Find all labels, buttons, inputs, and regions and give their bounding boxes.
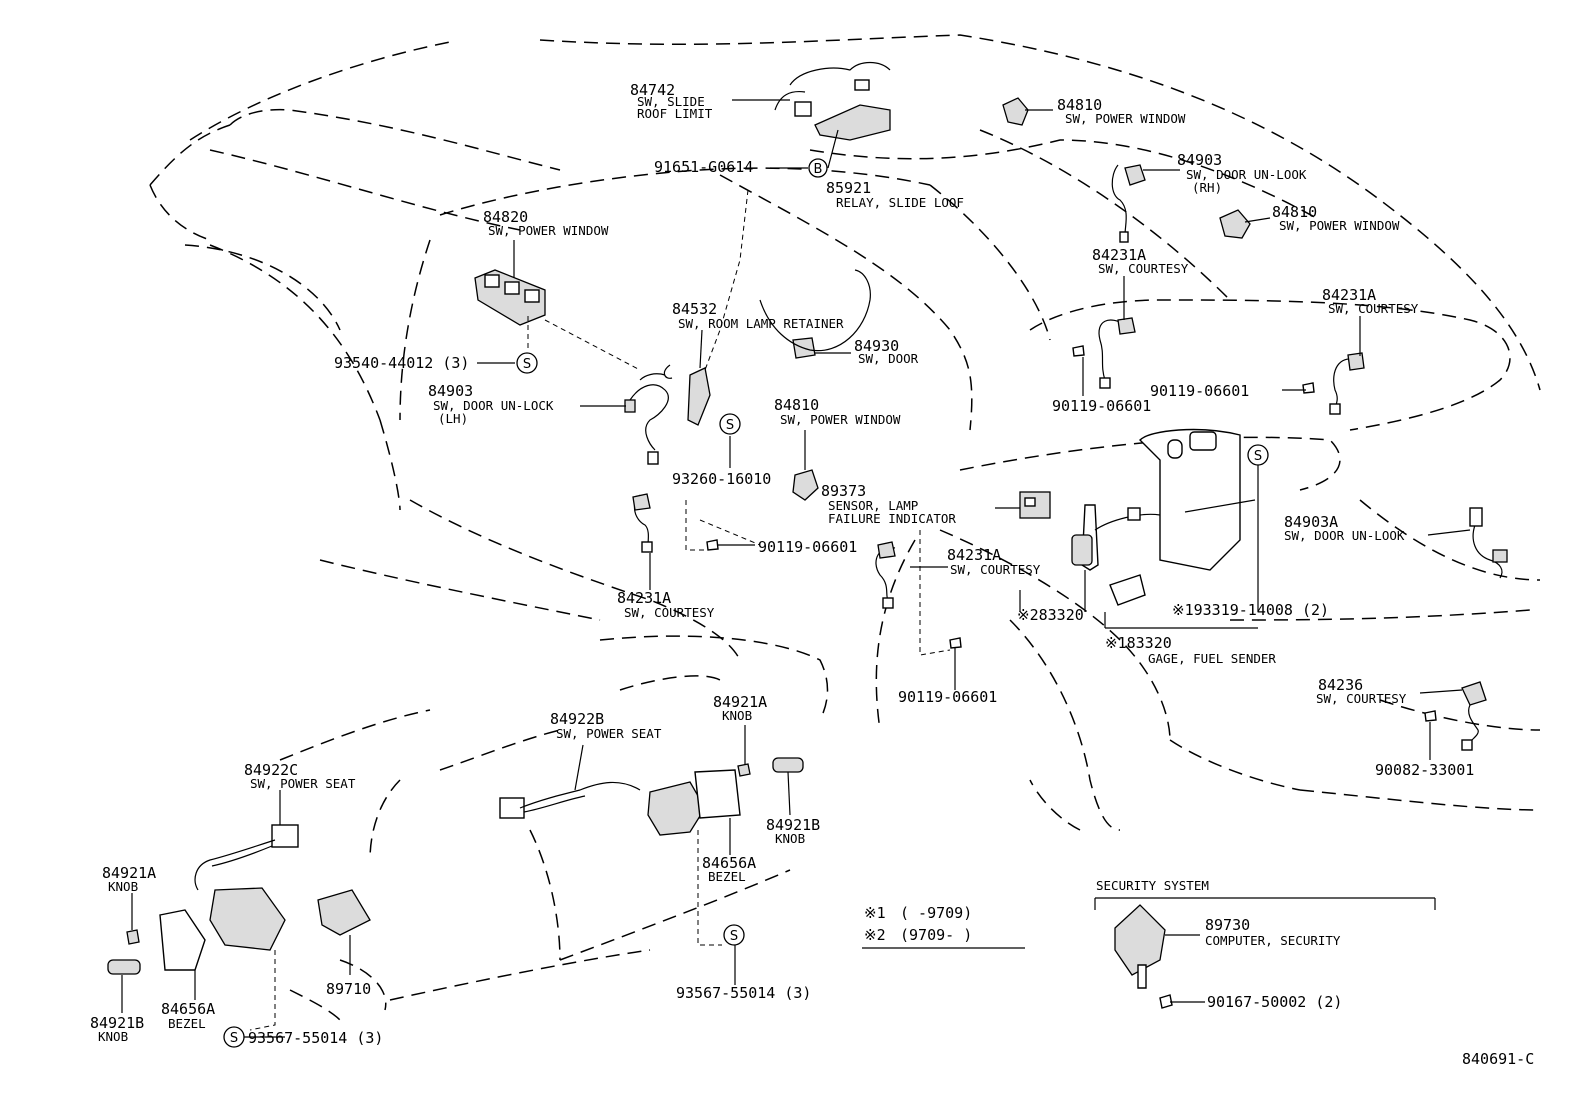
- vehicle-outline: [149, 34, 1541, 1021]
- part-drawings: [107, 61, 1508, 1009]
- note-2-range: (9709- ): [900, 926, 972, 944]
- part-number-84231a-right: 84231A: [1322, 286, 1376, 304]
- part-desc-89373: SENSOR, LAMP: [828, 498, 918, 513]
- part-desc-89730: COMPUTER, SECURITY: [1205, 933, 1341, 948]
- part-number-84810-a: 84810: [1057, 96, 1102, 114]
- part-number-84231a-mid: 84231A: [947, 546, 1001, 564]
- circled-symbols: B S S S S S: [223, 158, 1269, 1048]
- symbol-b-text: B: [814, 162, 823, 177]
- symbol-s-circle: [516, 352, 538, 374]
- part-number-84903-lh: 84903: [428, 382, 473, 400]
- part-number-91651: 91651-G0614: [654, 158, 753, 176]
- part-number-84903a: 84903A: [1284, 513, 1338, 531]
- part-number-93567-a: 93567-55014 (3): [248, 1029, 383, 1047]
- symbol-s-text: S: [1254, 449, 1262, 464]
- part-desc-84903a: SW, DOOR UN-LOOK: [1284, 528, 1405, 543]
- part-number-90167: 90167-50002 (2): [1207, 993, 1342, 1011]
- part-number-84231a-top: 84231A: [1092, 246, 1146, 264]
- part-number-84742: 84742: [630, 81, 675, 99]
- part-desc-85921: RELAY, SLIDE LOOF: [836, 195, 964, 210]
- note-1-mark: ※1: [864, 904, 886, 922]
- callout-labels: 84742 SW, SLIDE ROOF LIMIT 91651-G0614 8…: [90, 81, 1534, 1068]
- part-desc-84532: SW, ROOM LAMP RETAINER: [678, 316, 844, 331]
- part-number-93319: ※193319-14008 (2): [1172, 601, 1329, 619]
- part-desc-84810-b: SW, POWER WINDOW: [1279, 218, 1400, 233]
- symbol-s-text: S: [730, 929, 738, 944]
- part-number-90119-c: 90119-06601: [758, 538, 857, 556]
- part-number-84236: 84236: [1318, 676, 1363, 694]
- part-number-84921b-left: 84921B: [90, 1014, 144, 1032]
- part-number-84810-c: 84810: [774, 396, 819, 414]
- assembly-lines: [249, 189, 951, 1031]
- part-number-93540: 93540-44012 (3): [334, 354, 469, 372]
- part-number-90119-b: 90119-06601: [1150, 382, 1249, 400]
- part-desc-84810-c: SW, POWER WINDOW: [780, 412, 901, 427]
- symbol-s-circle: [1247, 444, 1269, 466]
- part-number-89373: 89373: [821, 482, 866, 500]
- part-desc-84231a-left: SW, COURTESY: [624, 605, 715, 620]
- part-number-84921b-right: 84921B: [766, 816, 820, 834]
- part-desc-84656a-left: BEZEL: [168, 1016, 206, 1031]
- part-desc-84231a-top: SW, COURTESY: [1098, 261, 1189, 276]
- part-desc-84742-2: ROOF LIMIT: [637, 106, 713, 121]
- part-number-84656a-right: 84656A: [702, 854, 756, 872]
- part-desc-84236: SW, COURTESY: [1316, 691, 1407, 706]
- part-desc-84903-lh-2: (LH): [438, 411, 468, 426]
- part-desc-84656a-right: BEZEL: [708, 869, 746, 884]
- part-desc-83320-1: GAGE, FUEL SENDER: [1148, 651, 1276, 666]
- part-number-90082: 90082-33001: [1375, 761, 1474, 779]
- symbol-s-circle: [719, 413, 741, 435]
- part-number-85921: 85921: [826, 179, 871, 197]
- part-number-84922b: 84922B: [550, 710, 604, 728]
- part-desc-84921b-left: KNOB: [98, 1029, 128, 1044]
- switch-84810-a: [1002, 97, 1029, 126]
- part-number-89710: 89710: [326, 980, 371, 998]
- part-desc-84742: SW, SLIDE: [637, 94, 705, 109]
- part-desc-84921a-left: KNOB: [108, 879, 138, 894]
- part-desc-84903-rh: SW, DOOR UN-LOOK: [1186, 167, 1307, 182]
- part-desc-84231a-right: SW, COURTESY: [1328, 301, 1419, 316]
- part-desc-84922c: SW, POWER SEAT: [250, 776, 356, 791]
- part-desc-84810-a: SW, POWER WINDOW: [1065, 111, 1186, 126]
- part-desc-84903-lh: SW, DOOR UN-LOCK: [433, 398, 554, 413]
- part-desc-89373-2: FAILURE INDICATOR: [828, 511, 956, 526]
- part-number-83320-2: ※283320: [1017, 606, 1084, 624]
- part-number-84930: 84930: [854, 337, 899, 355]
- part-desc-84921a-right: KNOB: [722, 708, 752, 723]
- symbol-s-text: S: [523, 357, 531, 372]
- part-number-83320-1: ※183320: [1105, 634, 1172, 652]
- part-number-93260: 93260-16010: [672, 470, 771, 488]
- note-2-mark: ※2: [864, 926, 886, 944]
- part-number-84922c: 84922C: [244, 761, 298, 779]
- part-desc-84231a-mid: SW, COURTESY: [950, 562, 1041, 577]
- symbol-s-text: S: [726, 418, 734, 433]
- part-desc-84922b: SW, POWER SEAT: [556, 726, 662, 741]
- symbol-s-text: S: [230, 1031, 238, 1046]
- leader-lines: [121, 99, 1471, 1038]
- part-number-93567-b: 93567-55014 (3): [676, 984, 811, 1002]
- symbol-b-circle: [808, 158, 828, 178]
- part-number-84656a-left: 84656A: [161, 1000, 215, 1018]
- note-1-range: ( -9709): [900, 904, 972, 922]
- part-desc-84930: SW, DOOR: [858, 351, 919, 366]
- part-number-90119-a: 90119-06601: [1052, 397, 1151, 415]
- part-number-84231a-left: 84231A: [617, 589, 671, 607]
- part-number-84921a-left: 84921A: [102, 864, 156, 882]
- diagram-code: 840691-C: [1462, 1050, 1534, 1068]
- part-number-90119-d: 90119-06601: [898, 688, 997, 706]
- symbol-s-circle: [223, 1026, 245, 1048]
- part-number-84921a-right: 84921A: [713, 693, 767, 711]
- part-desc-84921b-right: KNOB: [775, 831, 805, 846]
- security-system-title: SECURITY SYSTEM: [1096, 878, 1209, 893]
- part-desc-84903-rh-2: (RH): [1192, 180, 1222, 195]
- symbol-s-circle: [723, 924, 745, 946]
- part-desc-84820: SW, POWER WINDOW: [488, 223, 609, 238]
- part-number-84903-rh: 84903: [1177, 151, 1222, 169]
- part-number-84820: 84820: [483, 208, 528, 226]
- part-number-89730: 89730: [1205, 916, 1250, 934]
- part-number-84810-b: 84810: [1272, 203, 1317, 221]
- part-number-84532: 84532: [672, 300, 717, 318]
